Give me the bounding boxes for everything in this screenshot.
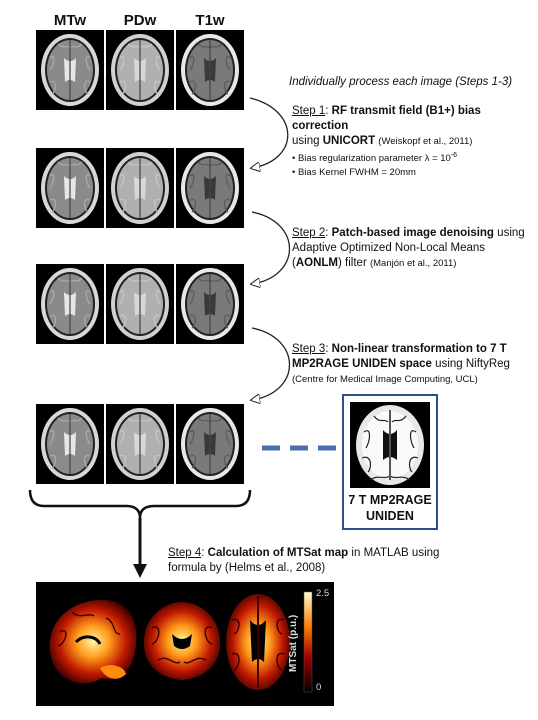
curved-arrow-step-1 xyxy=(250,97,289,168)
mp2rage-brain-icon xyxy=(356,405,424,485)
brain-slice-icon xyxy=(111,408,169,480)
brain-slice-mtw-row-4 xyxy=(36,404,104,484)
step-4-number: Step 4 xyxy=(168,547,202,559)
brain-slice-icon xyxy=(111,152,169,224)
brain-slice-t1w-row-1 xyxy=(176,30,244,110)
colorbar-label: MTSat (p.u.) xyxy=(288,614,299,672)
brain-slice-mtw-row-1 xyxy=(36,30,104,110)
column-header-t1w: T1w xyxy=(195,12,225,29)
reference-label-line-2: UNIDEN xyxy=(366,509,414,523)
colorbar-min: 0 xyxy=(316,682,322,693)
mp2rage-image xyxy=(350,402,430,488)
step-1-block: Step 1: RF transmit field (B1+) bias cor… xyxy=(292,104,538,180)
brain-slice-mtw-row-3 xyxy=(36,264,104,344)
axial-slice xyxy=(226,594,290,690)
brain-slice-pdw-row-1 xyxy=(106,30,174,110)
step-1-title: RF transmit field (B1+) bias correction xyxy=(292,105,481,132)
brain-slice-mtw-row-2 xyxy=(36,148,104,228)
step-1-using: using xyxy=(292,135,320,147)
reference-label-line-1: 7 T MP2RAGE xyxy=(348,493,432,507)
brain-slice-t1w-row-2 xyxy=(176,148,244,228)
brain-slice-icon xyxy=(181,408,239,480)
step-1-bullet-1-exponent: -6 xyxy=(450,152,458,159)
step-1-number: Step 1 xyxy=(292,105,326,117)
curved-arrow-step-3 xyxy=(252,327,290,400)
step-4-tail: in MATLAB using xyxy=(351,547,440,559)
column-header-pdw: PDw xyxy=(123,12,157,29)
step-4-block: Step 4: Calculation of MTSat map in MATL… xyxy=(168,547,440,574)
brain-slice-icon xyxy=(111,268,169,340)
step-2-block: Step 2: Patch-based image denoising usin… xyxy=(292,227,525,269)
coronal-slice xyxy=(143,602,221,680)
column-header-mtw: MTw xyxy=(53,12,87,29)
brain-slice-icon xyxy=(111,34,169,106)
intro-text: Individually process each image (Steps 1… xyxy=(289,76,513,88)
step-3-ref: (Centre for Medical Image Computing, UCL… xyxy=(292,374,478,385)
step-2-filter: filter xyxy=(345,257,367,269)
step-3-title-a: Non-linear transformation to 7 T xyxy=(331,343,507,355)
brain-slice-icon xyxy=(41,408,99,480)
mtsat-map-images xyxy=(49,591,313,693)
step-2-method: AONLM xyxy=(295,257,339,269)
step-1-bullet-1-text: Bias regularization parameter λ = 10 xyxy=(297,153,451,165)
step-1-bullet-2-text: Bias Kernel FWHM = 20mm xyxy=(297,167,416,179)
colorbar-max: 2.5 xyxy=(316,588,330,599)
brain-slice-icon xyxy=(41,268,99,340)
sagittal-slice xyxy=(49,599,137,684)
step-1-ref: (Weiskopf et al., 2011) xyxy=(378,136,473,147)
step-2-using: using xyxy=(497,227,525,239)
step-3-number: Step 3 xyxy=(292,343,326,355)
reference-box: 7 T MP2RAGE UNIDEN xyxy=(342,394,438,530)
step-2-title: Patch-based image denoising xyxy=(331,227,494,239)
brain-slice-pdw-row-3 xyxy=(106,264,174,344)
step-1-method: UNICORT xyxy=(322,135,376,147)
brain-slice-icon xyxy=(41,34,99,106)
step-2-number: Step 2 xyxy=(292,227,326,239)
brace xyxy=(28,489,252,519)
step-3-title-b: MP2RAGE UNIDEN space xyxy=(292,358,432,370)
step-4-title: Calculation of MTSat map xyxy=(207,547,349,559)
step-3-tail: using NiftyReg xyxy=(435,358,510,370)
brain-slice-icon xyxy=(181,34,239,106)
brain-slice-pdw-row-2 xyxy=(106,148,174,228)
step-1-bullet-1: • Bias regularization parameter λ = 10-6 xyxy=(292,152,458,165)
brain-slice-icon xyxy=(181,152,239,224)
brain-slice-icon xyxy=(181,268,239,340)
mtsat-map-panel: 2.5 0 MTSat (p.u.) xyxy=(36,582,334,706)
curved-arrow-step-2 xyxy=(252,211,290,284)
step-2-line-2: Adaptive Optimized Non-Local Means xyxy=(292,242,486,254)
step-4-line-2: formula by (Helms et al., 2008) xyxy=(168,562,326,574)
brain-slice-icon xyxy=(41,152,99,224)
step-2-ref: (Manjón et al., 2011) xyxy=(369,258,457,269)
step-3-block: Step 3: Non-linear transformation to 7 T… xyxy=(292,343,510,385)
brain-slice-t1w-row-4 xyxy=(176,404,244,484)
brain-slice-pdw-row-4 xyxy=(106,404,174,484)
brain-slice-t1w-row-3 xyxy=(176,264,244,344)
colorbar xyxy=(303,591,313,693)
step-1-bullet-2: • Bias Kernel FWHM = 20mm xyxy=(292,167,416,179)
